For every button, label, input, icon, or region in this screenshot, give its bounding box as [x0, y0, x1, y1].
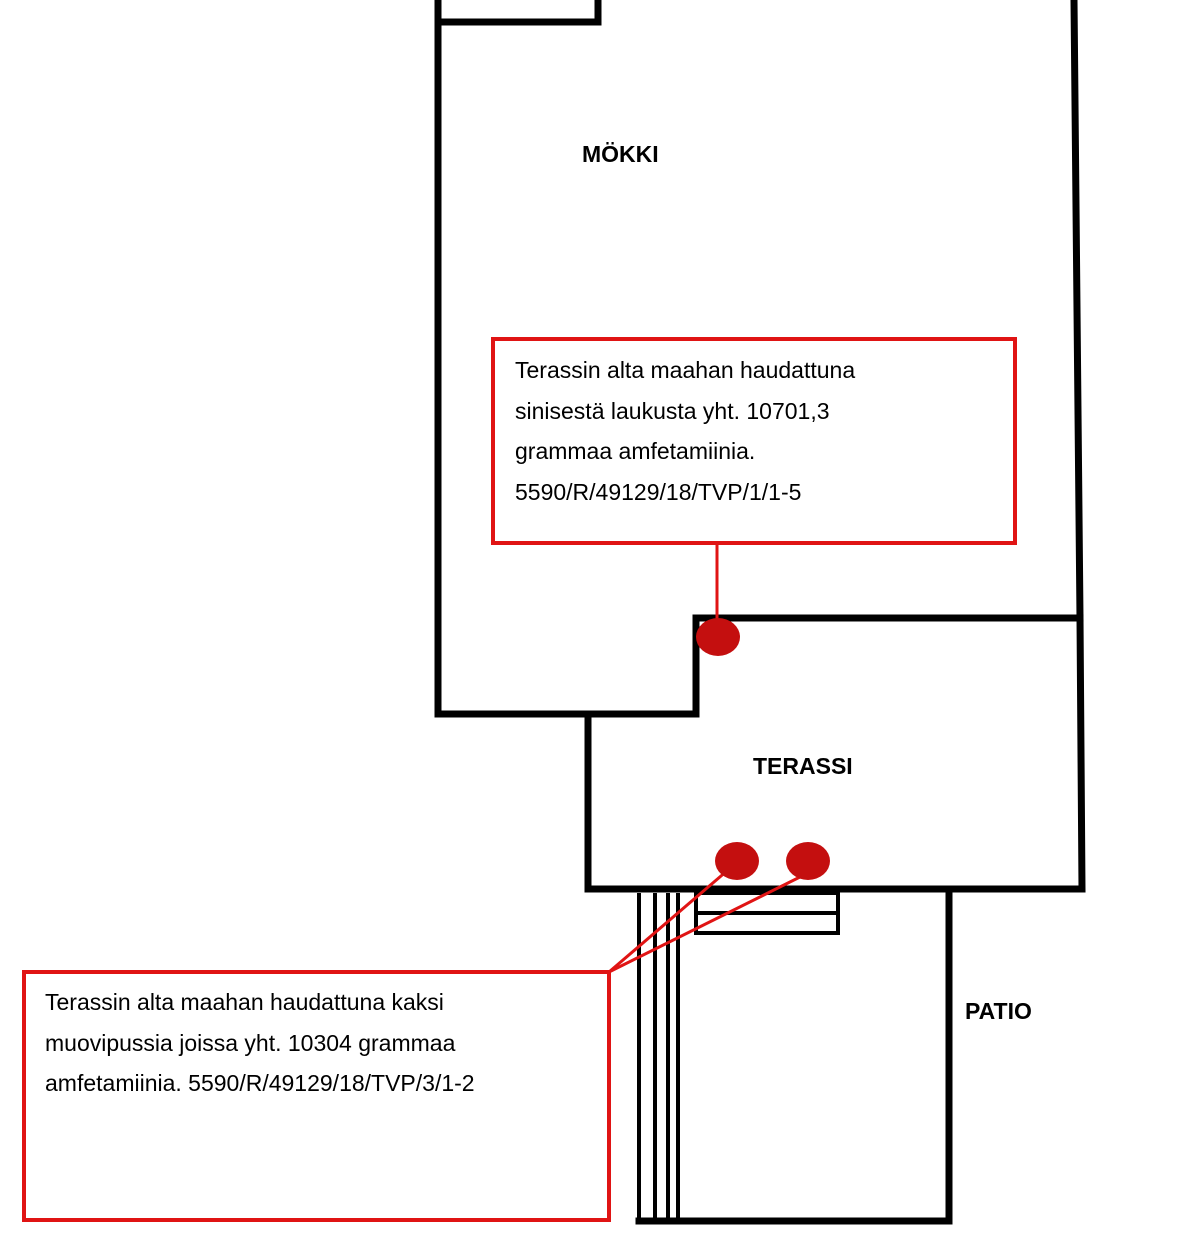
callout-lower-line: muovipussia joissa yht. 10304 grammaa: [45, 1029, 456, 1056]
evidence-marker-lower-left: [715, 842, 759, 880]
callout-upper-line: grammaa amfetamiinia.: [515, 438, 756, 464]
mokki-walls: [434, 0, 1084, 718]
callout-box-lower: [22, 970, 611, 1222]
evidence-marker-lower-right: [786, 842, 830, 880]
room-label-mokki: MÖKKI: [582, 141, 659, 167]
callout-upper-line: sinisestä laukusta yht. 10701,3: [515, 397, 830, 424]
patio-walls: [635, 889, 953, 1225]
room-label-patio: PATIO: [965, 998, 1032, 1024]
terassi-walls: [584, 614, 1086, 893]
evidence-marker-upper: [696, 618, 740, 656]
callout-upper-line: 5590/R/49129/18/TVP/1/1-5: [515, 478, 802, 505]
callout-leader-lower-a: [608, 868, 729, 974]
callout-lower-line: Terassin alta maahan haudattuna kaksi: [45, 989, 444, 1015]
callout-leader-lower-b: [608, 874, 803, 974]
callout-text-lower: Terassin alta maahan haudattuna kaksi mu…: [45, 982, 475, 1104]
callout-lower-line: amfetamiinia. 5590/R/49129/18/TVP/3/1-2: [45, 1070, 475, 1096]
callout-box-upper: [491, 337, 1017, 545]
callout-upper-line: Terassin alta maahan haudattuna: [515, 357, 856, 383]
room-label-terassi: TERASSI: [753, 753, 853, 779]
callout-text-upper: Terassin alta maahan haudattuna sinisest…: [515, 350, 855, 512]
